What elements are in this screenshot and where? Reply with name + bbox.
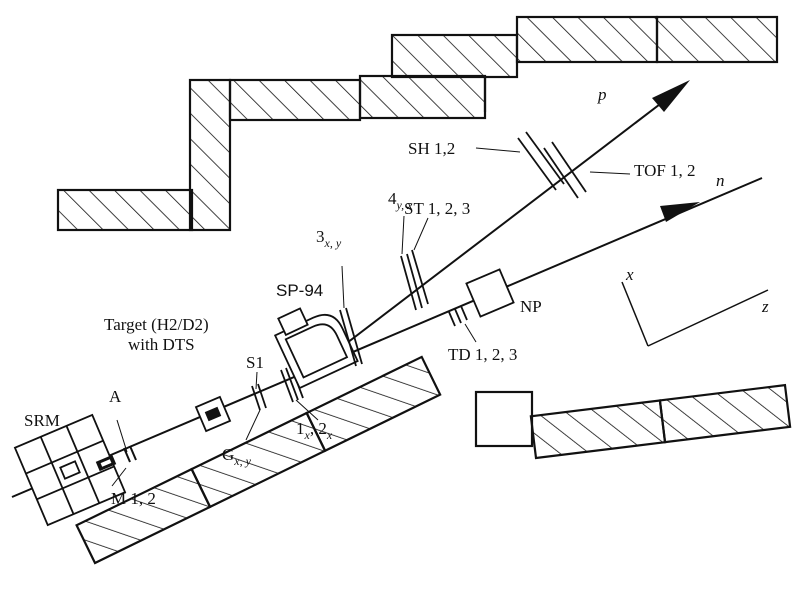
counters-sh [517,131,565,191]
monitor-detectors-m12 [123,445,137,463]
chambers-3xy [339,307,363,367]
label-target-line1: Target (H2/D2) [104,315,209,334]
label-np: NP [520,297,542,316]
srm-target-element [95,454,117,472]
label-tof: TOF 1, 2 [634,161,696,180]
upper-shielding-wall [56,15,779,232]
counters-g-s1 [251,383,267,411]
label-g: Gx, y [222,445,252,468]
scintillator-st [411,249,429,305]
label-det4-sub: y, x [396,198,414,212]
primary-beam-line [11,177,763,498]
label-det2-main: , 2 [310,419,327,438]
sp94-magnet [273,307,359,390]
label-m12: M 1, 2 [111,489,156,508]
counters-tof [543,141,587,199]
label-td: TD 1, 2, 3 [448,345,517,364]
label-g-main: G [222,445,234,464]
label-det2-sub: x [326,428,333,442]
target-assembly [194,395,232,433]
label-det3-main: 3 [316,227,325,246]
label-srm: SRM [24,411,60,430]
label-a: A [109,387,122,406]
chambers-4yx [400,253,423,311]
label-det3: 3x, y [316,227,342,250]
detectors-td [448,305,468,327]
label-st: ST 1, 2, 3 [404,199,470,218]
label-z-axis: z [761,297,769,316]
proton-trajectory [304,97,669,376]
beam-lines [11,97,763,498]
neutron-arrowhead [660,202,700,222]
label-det1-sub: x [304,428,311,442]
label-det3-sub: x, y [324,236,342,250]
label-det4: 4y, x [388,189,413,212]
proton-arrowhead [652,80,690,112]
label-s1: S1 [246,353,264,372]
neutron-polarimeter-np [465,268,515,318]
leader-lines [111,147,631,487]
label-det1-main: 1 [296,419,305,438]
label-g-sub: x, y [233,454,251,468]
lower-shielding-wall [75,355,792,565]
label-target-line2: with DTS [128,335,195,354]
label-n: n [716,171,725,190]
label-det4-main: 4 [388,189,397,208]
label-sh: SH 1,2 [408,139,455,158]
np-shielding-block [474,390,534,448]
srm-polarimeter [13,413,127,527]
coordinate-axes [621,281,769,347]
label-p: p [597,85,607,104]
label-x-axis: x [625,265,634,284]
label-det12: 1x, 2x [296,419,333,442]
label-sp94: SP-94 [276,281,323,300]
